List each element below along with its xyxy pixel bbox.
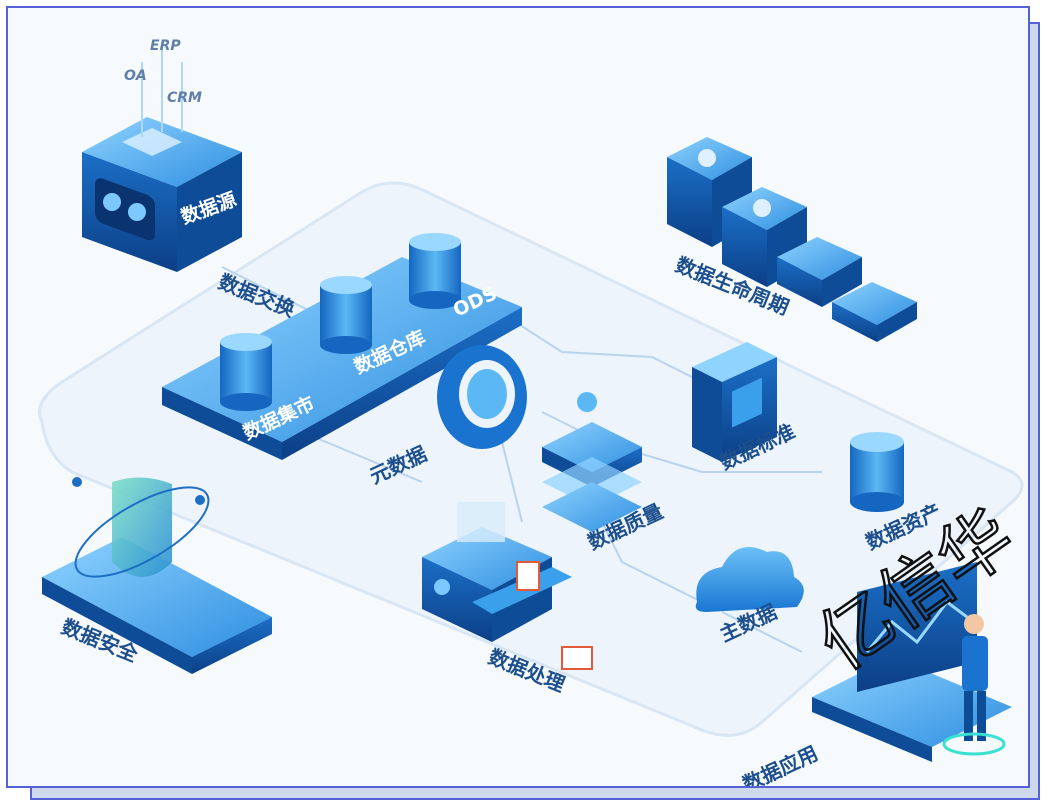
source-system-label: OA [124, 68, 147, 84]
gear-icon [128, 203, 146, 221]
data-source-block: ERP OA CRM 数据源 [82, 38, 242, 272]
lifecycle-blocks [667, 137, 917, 342]
data-security-platform [42, 477, 272, 674]
source-system-label: CRM [167, 90, 202, 106]
shield-icon [112, 477, 172, 577]
metadata-ring [437, 345, 527, 449]
diagram-frame: ERP OA CRM 数据源 数据交换 ODS 数据仓库 数据集市 [6, 6, 1030, 788]
data-governance-diagram: ERP OA CRM 数据源 数据交换 ODS 数据仓库 数据集市 [38, 38, 1028, 788]
data-application-label: 数据应用 [739, 741, 822, 788]
database-icon [220, 333, 272, 411]
data-quality-stack [542, 392, 642, 532]
document-icon [561, 646, 593, 670]
cloud-icon [695, 547, 804, 612]
data-application-screen [812, 562, 1012, 762]
fan-icon [698, 149, 716, 167]
person-icon [942, 614, 1006, 756]
data-processing-machine [422, 502, 593, 670]
fan-icon [753, 199, 771, 217]
data-standard-book [692, 342, 777, 462]
database-icon [320, 276, 372, 354]
gear-icon [103, 193, 121, 211]
source-system-label: ERP [150, 38, 181, 54]
warehouse-slab: ODS 数据仓库 数据集市 [162, 233, 522, 460]
gear-icon [434, 579, 450, 595]
gear-icon [577, 392, 597, 412]
data-asset-icon [850, 432, 904, 512]
database-icon [409, 233, 461, 309]
document-icon [516, 561, 540, 591]
flow-lines [221, 266, 822, 653]
